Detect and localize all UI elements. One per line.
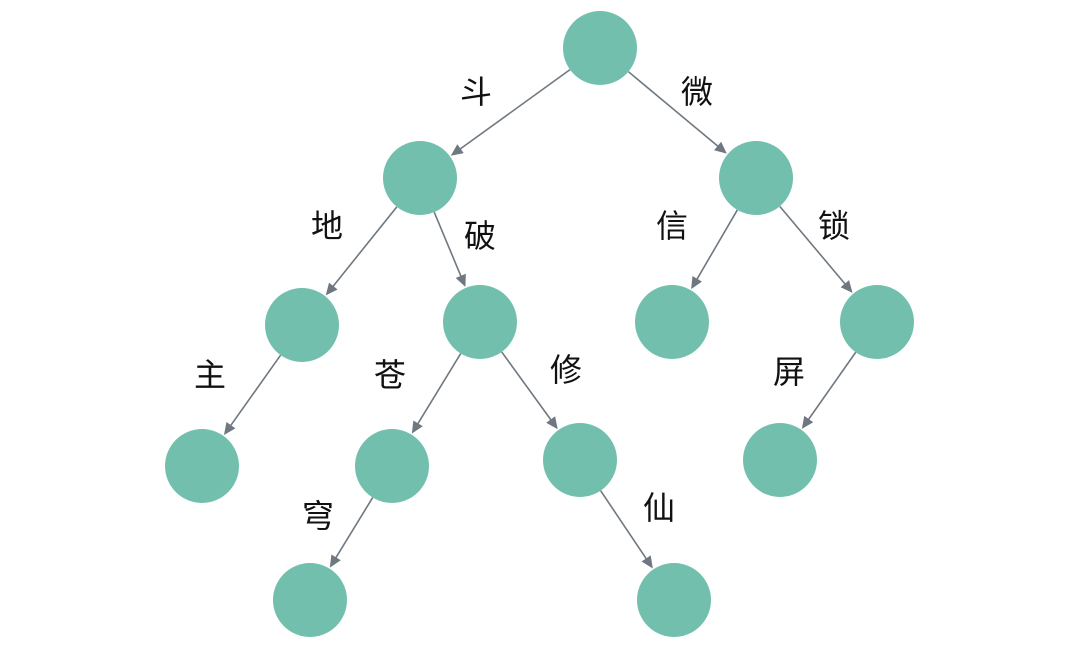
edge-label: 地 (311, 207, 343, 245)
edge-n4-n9 (501, 351, 553, 422)
edge-label: 苍 (374, 356, 406, 394)
arrow-head-n2-n6 (840, 280, 853, 293)
tree-node-n3 (265, 288, 339, 362)
edge-n1-n3 (331, 206, 398, 289)
tree-node-n7 (165, 429, 239, 503)
edge-label: 修 (550, 351, 582, 389)
arrow-head-root-n2 (714, 141, 727, 154)
tree-node-root (563, 11, 637, 85)
arrow-head-n3-n7 (223, 422, 236, 436)
tree-node-n5 (635, 285, 709, 359)
tree-node-n11 (273, 563, 347, 637)
edge-label: 斗 (460, 73, 492, 111)
tree-node-n8 (355, 429, 429, 503)
arrow-head-n4-n9 (546, 416, 558, 430)
tree-node-n10 (743, 423, 817, 497)
edge-label: 屏 (773, 353, 805, 391)
tree-node-n9 (543, 423, 617, 497)
edges-layer (223, 69, 857, 569)
edge-label: 信 (656, 207, 688, 245)
arrow-head-n1-n3 (325, 282, 338, 296)
edge-n2-n6 (779, 205, 847, 286)
edge-n3-n7 (229, 354, 282, 428)
tree-node-n12 (637, 563, 711, 637)
tree-node-n6 (840, 285, 914, 359)
edge-n6-n10 (806, 351, 857, 422)
edge-label: 锁 (818, 207, 850, 245)
arrow-head-n1-n4 (455, 273, 466, 287)
edge-root-n2 (627, 71, 720, 148)
edge-n9-n12 (599, 490, 648, 561)
arrow-head-n9-n12 (641, 555, 653, 569)
tree-node-n4 (443, 285, 517, 359)
tree-node-n1 (383, 141, 457, 215)
arrow-head-n2-n5 (691, 276, 702, 290)
edge-label: 仙 (643, 489, 675, 527)
edge-label: 微 (681, 73, 713, 111)
edge-n4-n8 (416, 353, 462, 426)
edge-label: 破 (464, 217, 496, 255)
arrow-head-n4-n8 (411, 420, 423, 434)
arrow-head-n6-n10 (801, 415, 814, 429)
arrow-head-root-n1 (450, 144, 464, 156)
nodes-layer (165, 11, 914, 637)
edge-n2-n5 (695, 209, 739, 281)
labels-layer: 斗 微地 破 信 锁主 苍 修 屏穹 仙 (194, 73, 850, 535)
tree-node-n2 (719, 141, 793, 215)
edge-n1-n4 (433, 211, 463, 279)
edge-label: 穹 (302, 497, 334, 535)
arrow-head-n8-n11 (329, 554, 341, 568)
edge-root-n1 (458, 69, 571, 151)
edge-label: 主 (194, 356, 226, 394)
edge-n8-n11 (334, 497, 374, 560)
